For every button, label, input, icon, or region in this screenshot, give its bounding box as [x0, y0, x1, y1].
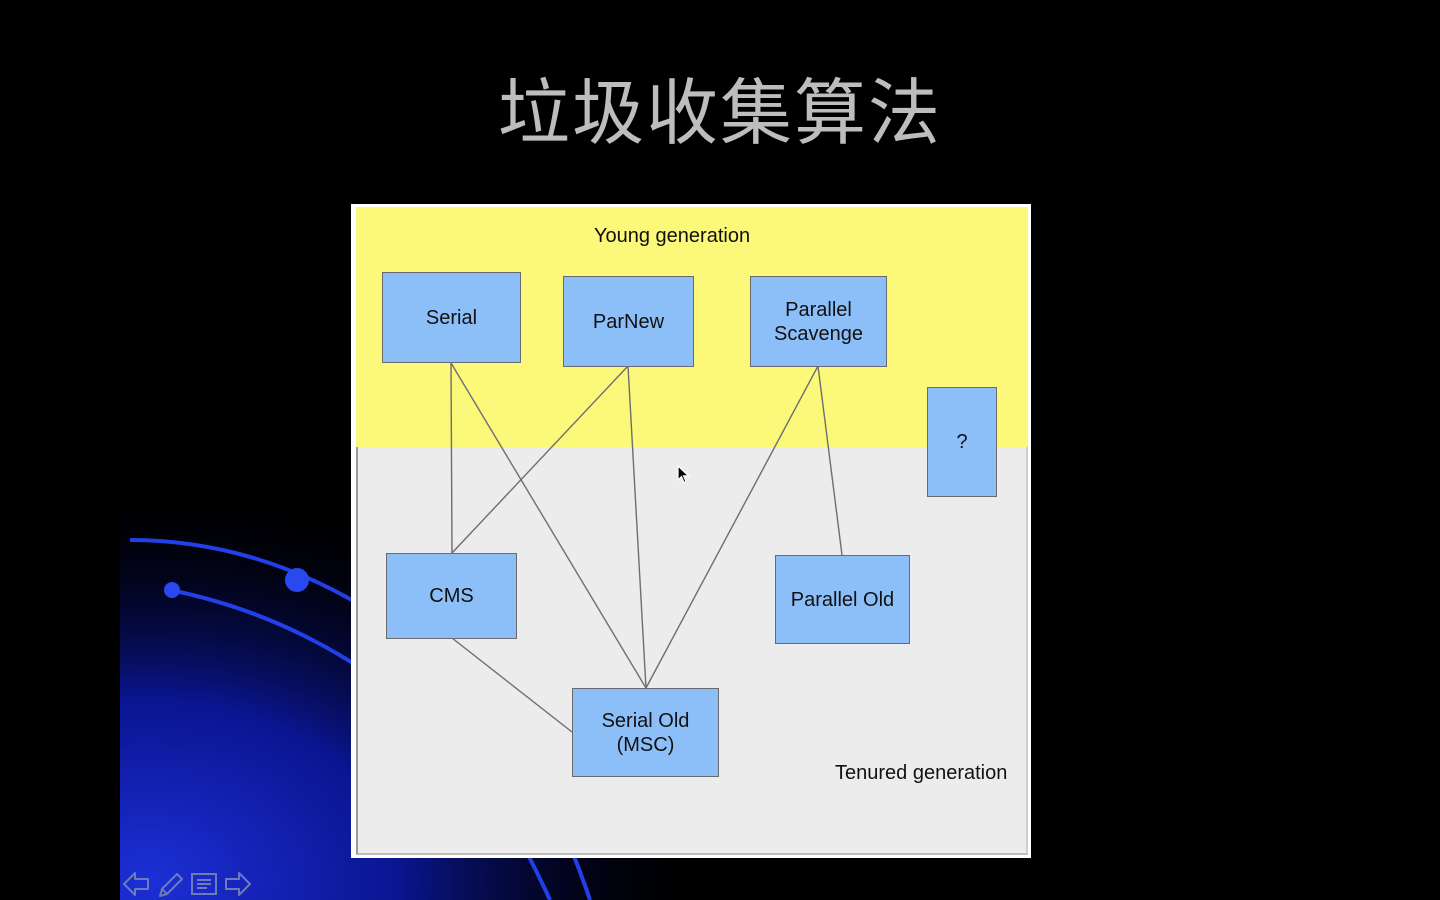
collector-unknown[interactable]: ? [927, 387, 997, 497]
arrow-right-icon[interactable] [223, 869, 253, 899]
collector-parnew-label: ParNew [592, 310, 665, 333]
collector-cms-label: CMS [429, 585, 474, 607]
arrow-left-icon[interactable] [121, 869, 151, 899]
collector-parnew[interactable]: ParNew [563, 276, 694, 367]
gc-collectors-diagram: Young generation Tenured generation Seri… [351, 204, 1031, 858]
collector-serial-label: Serial [425, 306, 478, 329]
collector-serial-old-label: Serial Old (MSC) [601, 709, 690, 756]
menu-icon[interactable] [189, 869, 219, 899]
collector-parallel-scavenge[interactable]: Parallel Scavenge [750, 276, 887, 367]
slideshow-navigation [121, 868, 253, 900]
pen-icon[interactable] [155, 869, 185, 899]
young-generation-label: Young generation [594, 225, 751, 247]
collector-parallel-old[interactable]: Parallel Old [775, 555, 910, 644]
tenured-generation-label: Tenured generation [835, 762, 1008, 784]
mouse-cursor-icon [677, 465, 691, 484]
collector-parallel-scavenge-label: Parallel Scavenge [774, 298, 863, 345]
collector-unknown-label: ? [956, 431, 968, 453]
collector-serial-old[interactable]: Serial Old (MSC) [572, 688, 719, 777]
tenured-generation-zone [356, 447, 1028, 855]
slide-title: 垃圾收集算法 [497, 71, 942, 155]
collector-parallel-old-label: Parallel Old [790, 588, 895, 611]
collector-serial[interactable]: Serial [382, 272, 521, 363]
collector-cms[interactable]: CMS [386, 553, 517, 639]
